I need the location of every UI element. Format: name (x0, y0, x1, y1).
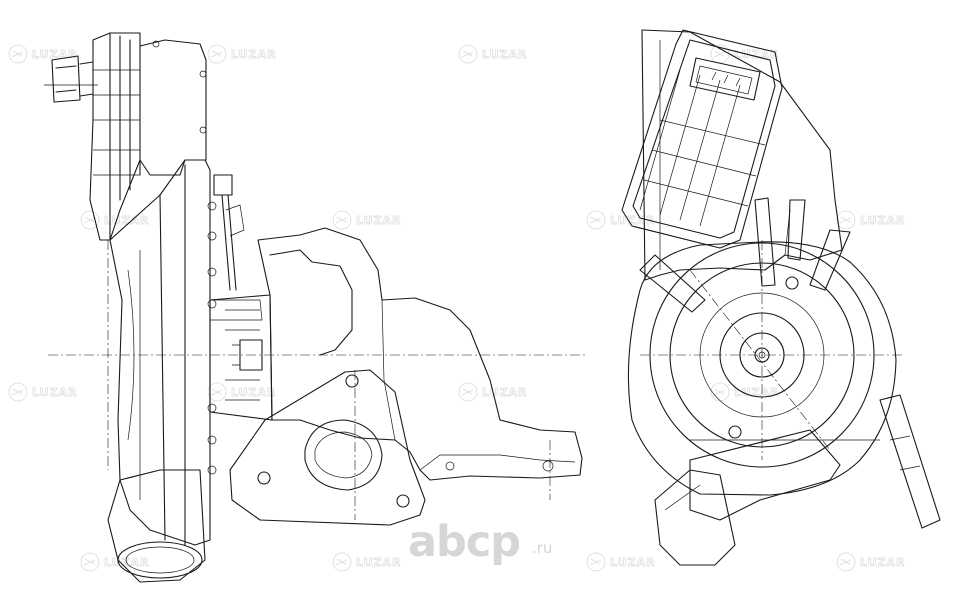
watermark: LUZAR (207, 44, 277, 64)
turbocharger-front-view-icon (621, 29, 941, 566)
turbocharger-side-view-icon (44, 32, 585, 583)
watermark-text: LUZAR (734, 48, 780, 61)
watermark-text: LUZAR (734, 386, 780, 399)
brand-suffix: .ru (532, 539, 552, 557)
brand-logo: abcp .ru (408, 517, 552, 567)
bearing-housing-icon (209, 294, 273, 421)
watermark: LUZAR (836, 210, 906, 230)
turbine-housing-icon (229, 227, 583, 526)
watermark: LUZAR (8, 44, 77, 64)
compressor-cover-icon (627, 197, 897, 496)
watermark: LUZAR (8, 382, 78, 402)
watermark: LUZAR (458, 44, 528, 64)
watermark: LUZAR (207, 382, 277, 402)
wastegate-linkage-icon (210, 174, 263, 321)
actuator-module-icon (621, 29, 783, 249)
watermark: LUZAR (586, 552, 656, 572)
watermark-text: LUZAR (610, 214, 656, 227)
watermark: LUZAR (332, 552, 402, 572)
watermark: LUZAR (332, 210, 402, 230)
watermark: LUZAR (80, 552, 149, 572)
actuator-icon (44, 32, 207, 241)
watermark-text: LUZAR (356, 214, 402, 227)
watermark-text: LUZAR (231, 48, 277, 61)
outlet-flange-icon (654, 394, 941, 566)
watermark: LUZAR (586, 210, 656, 230)
watermark-text: LUZAR (610, 556, 656, 569)
watermark-text: LUZAR (482, 386, 528, 399)
watermark: LUZAR (836, 552, 906, 572)
watermark-text: LUZAR (231, 386, 277, 399)
watermark-text: LUZAR (356, 556, 402, 569)
watermark-text: LUZAR (860, 214, 906, 227)
watermark-text: LUZAR (482, 48, 528, 61)
watermark-text: LUZAR (32, 386, 78, 399)
watermark-text: LUZAR (860, 556, 906, 569)
watermark: LUZAR (710, 382, 780, 402)
compressor-housing-icon (107, 159, 217, 583)
watermark: LUZAR (458, 382, 528, 402)
brand-name: abcp (408, 517, 520, 567)
watermark-layer: LUZAR LUZAR LUZAR LUZAR LUZAR LUZAR LUZA… (8, 44, 906, 572)
